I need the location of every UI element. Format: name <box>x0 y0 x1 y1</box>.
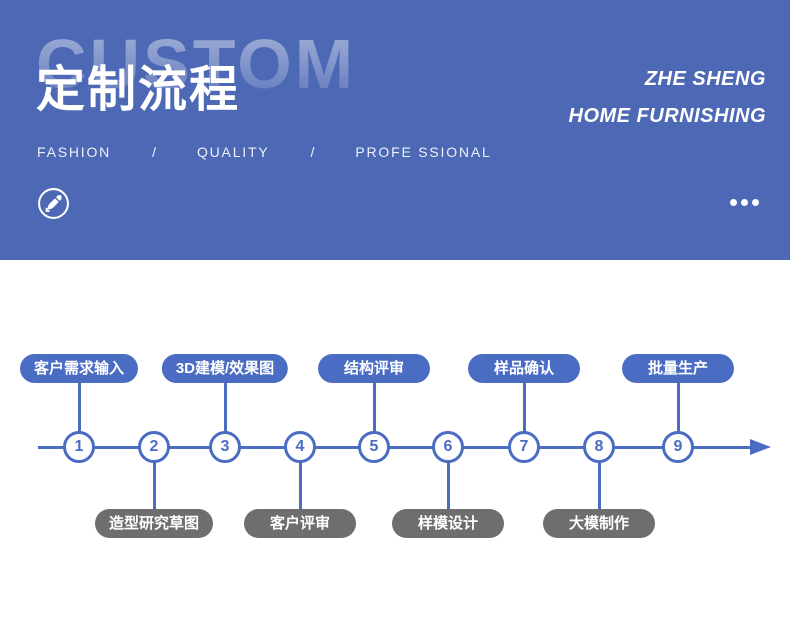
step-number-3: 3 <box>209 431 241 463</box>
step-connector <box>223 381 227 447</box>
step-label-3: 3D建模/效果图 <box>161 354 289 383</box>
step-number-1: 1 <box>63 431 95 463</box>
brand-name: ZHE SHENG <box>644 68 766 90</box>
step-number-9: 9 <box>662 431 694 463</box>
brand-block: ZHE SHENG HOME FURNISHING <box>569 68 767 128</box>
tagline-separator: / <box>310 144 315 160</box>
step-connector <box>676 381 680 447</box>
step-number-2: 2 <box>138 431 170 463</box>
step-label-5: 结构评审 <box>318 354 430 383</box>
ellipsis-icon <box>730 199 759 206</box>
step-connector <box>298 447 302 511</box>
tagline: FASHION / QUALITY / PROFE SSIONAL <box>37 144 492 160</box>
step-connector <box>446 447 450 511</box>
step-connector <box>152 447 156 511</box>
timeline-axis <box>38 446 754 449</box>
step-label-8: 大模制作 <box>543 509 655 538</box>
tagline-quality: QUALITY <box>196 144 270 160</box>
step-number-6: 6 <box>432 431 464 463</box>
tagline-professional: PROFE SSIONAL <box>355 144 492 160</box>
step-label-2: 造型研究草图 <box>94 509 214 538</box>
timeline-arrowhead-icon <box>750 439 771 455</box>
step-connector <box>77 381 81 447</box>
step-label-1: 客户需求输入 <box>19 354 139 383</box>
step-number-7: 7 <box>508 431 540 463</box>
step-label-7: 样品确认 <box>468 354 580 383</box>
ghost-watermark-text: CUSTOM <box>36 25 357 103</box>
page-title: 定制流程 <box>36 63 241 117</box>
step-connector <box>372 381 376 447</box>
tagline-fashion: FASHION <box>37 144 112 160</box>
pencil-ruler-icon <box>38 188 69 219</box>
step-label-9: 批量生产 <box>622 354 734 383</box>
step-label-6: 样模设计 <box>392 509 504 538</box>
step-connector <box>522 381 526 447</box>
step-number-5: 5 <box>358 431 390 463</box>
step-number-4: 4 <box>284 431 316 463</box>
tagline-separator: / <box>152 144 156 160</box>
banner: CUSTOM 定制流程 FASHION / QUALITY / PROFE SS… <box>0 0 790 260</box>
step-connector <box>597 447 601 511</box>
brand-subtitle: HOME FURNISHING <box>568 105 766 127</box>
step-label-4: 客户评审 <box>244 509 356 538</box>
step-number-8: 8 <box>583 431 615 463</box>
